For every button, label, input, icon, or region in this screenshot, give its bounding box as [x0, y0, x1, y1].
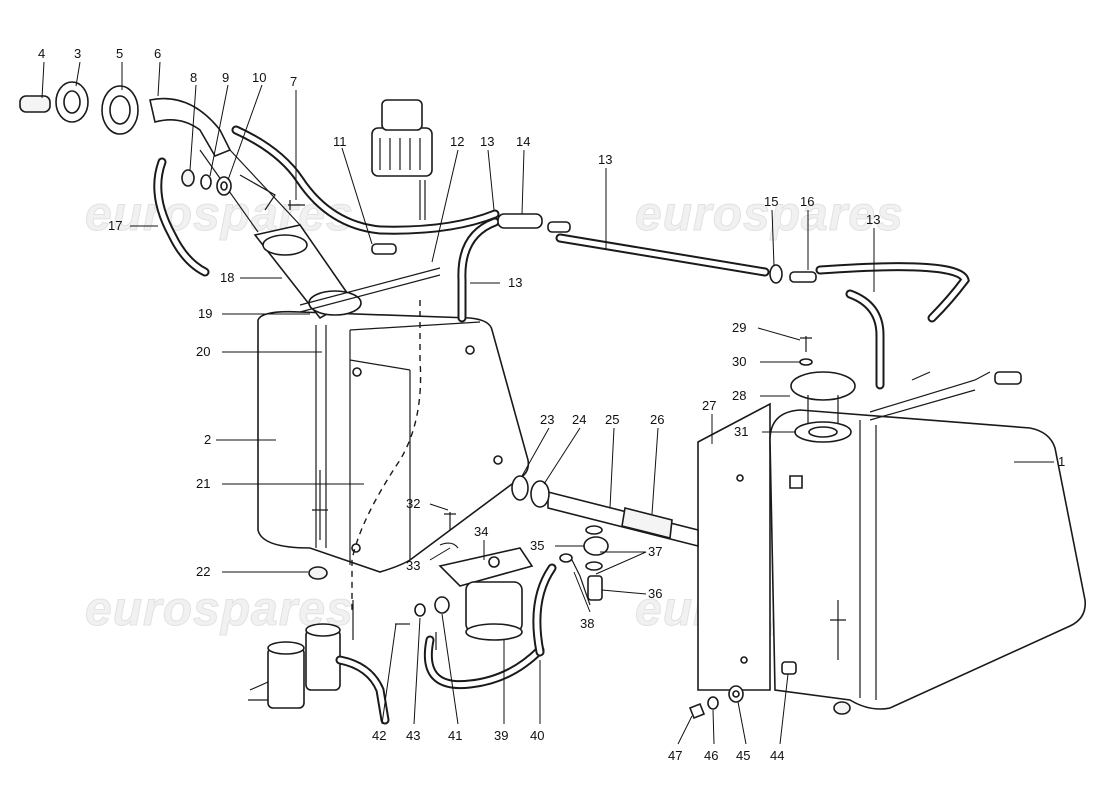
callout-33: 33 [406, 558, 420, 573]
callout-3: 3 [74, 46, 81, 61]
connector-group-top [371, 213, 817, 284]
fuel-pump-assembly [248, 596, 450, 725]
callout-37: 37 [648, 544, 662, 559]
callout-24: 24 [572, 412, 586, 427]
callout-4: 4 [38, 46, 45, 61]
washer-part-46 [707, 696, 719, 710]
callout-44: 44 [770, 748, 784, 763]
clip-part-33 [439, 542, 459, 549]
callout-16: 16 [800, 194, 814, 209]
hose-part-13-riser [845, 289, 885, 390]
callout-40: 40 [530, 728, 544, 743]
watermark-top-right: eurospares [635, 188, 904, 241]
filler-assembly [19, 81, 362, 320]
callout-13-d: 13 [508, 275, 522, 290]
callout-26: 26 [650, 412, 664, 427]
hose-part-13-right [815, 262, 970, 323]
callout-36: 36 [648, 586, 662, 601]
callout-20: 20 [196, 344, 210, 359]
callout-11: 11 [333, 134, 347, 149]
callout-7: 7 [290, 74, 297, 89]
callout-41: 41 [448, 728, 462, 743]
fastener-group-top-left [181, 169, 305, 210]
tank-body-part-1 [769, 409, 1087, 710]
callout-8: 8 [190, 70, 197, 85]
union-part-41 [434, 596, 450, 614]
leader-lines [41, 61, 1054, 745]
fastener-group-bottom [308, 566, 851, 720]
callout-27: 27 [702, 398, 716, 413]
drain-plug-part-44 [781, 661, 797, 675]
callout-22: 22 [196, 564, 210, 579]
fitting-group-right [559, 525, 609, 606]
callout-13-b: 13 [598, 152, 612, 167]
callout-32: 32 [406, 496, 420, 511]
callout-28: 28 [732, 388, 746, 403]
callout-12: 12 [450, 134, 464, 149]
top-filter-unit [371, 99, 433, 220]
callout-46: 46 [704, 748, 718, 763]
balance-pipe-assembly [511, 475, 699, 548]
key-part-4 [19, 95, 51, 113]
fitting-part-36 [587, 575, 603, 601]
callout-labels: 4 3 5 6 8 9 10 7 11 12 13 14 13 15 16 13… [38, 46, 1065, 763]
callout-30: 30 [732, 354, 746, 369]
fitting-part-38 [569, 555, 591, 606]
callout-39: 39 [494, 728, 508, 743]
callout-25: 25 [605, 412, 619, 427]
right-fuel-tank [697, 371, 1087, 710]
bolt-part-29 [800, 336, 812, 352]
callout-13-a: 13 [480, 134, 494, 149]
callout-19: 19 [198, 306, 212, 321]
sender-unit-part-28 [790, 371, 856, 401]
hose-part-13-down [457, 217, 500, 323]
union-part-23 [511, 475, 529, 501]
callout-34: 34 [474, 524, 488, 539]
strap-part-12 [299, 267, 441, 313]
callout-1: 1 [1058, 454, 1065, 469]
filter-head-part-34 [438, 547, 534, 587]
clamp-part-24 [530, 480, 550, 508]
callout-31: 31 [734, 424, 748, 439]
callout-21: 21 [196, 476, 210, 491]
callout-13-c: 13 [866, 212, 880, 227]
lower-fuel-filter [438, 547, 534, 641]
callout-18: 18 [220, 270, 234, 285]
callout-42: 42 [372, 728, 386, 743]
sleeve-part-26 [621, 507, 673, 539]
nut-part-22 [308, 566, 328, 580]
callout-47: 47 [668, 748, 682, 763]
callout-10: 10 [252, 70, 266, 85]
callout-9: 9 [222, 70, 229, 85]
callout-14: 14 [516, 134, 530, 149]
dashed-routing-line-21 [351, 300, 422, 610]
callout-15: 15 [764, 194, 778, 209]
bolt-part-32 [444, 512, 456, 530]
callout-2: 2 [204, 432, 211, 447]
callout-23: 23 [540, 412, 554, 427]
callout-5: 5 [116, 46, 123, 61]
left-fuel-tank [257, 310, 530, 573]
callout-29: 29 [732, 320, 746, 335]
callout-6: 6 [154, 46, 161, 61]
callout-43: 43 [406, 728, 420, 743]
callout-45: 45 [736, 748, 750, 763]
callout-17: 17 [108, 218, 122, 233]
nut-part-47 [688, 702, 706, 720]
washer-part-43 [414, 603, 426, 617]
callout-38: 38 [580, 616, 594, 631]
tank-panel-part-27 [697, 402, 771, 691]
washer-part-30 [799, 358, 813, 366]
callout-35: 35 [530, 538, 544, 553]
filler-elbow-part-6 [149, 97, 232, 158]
